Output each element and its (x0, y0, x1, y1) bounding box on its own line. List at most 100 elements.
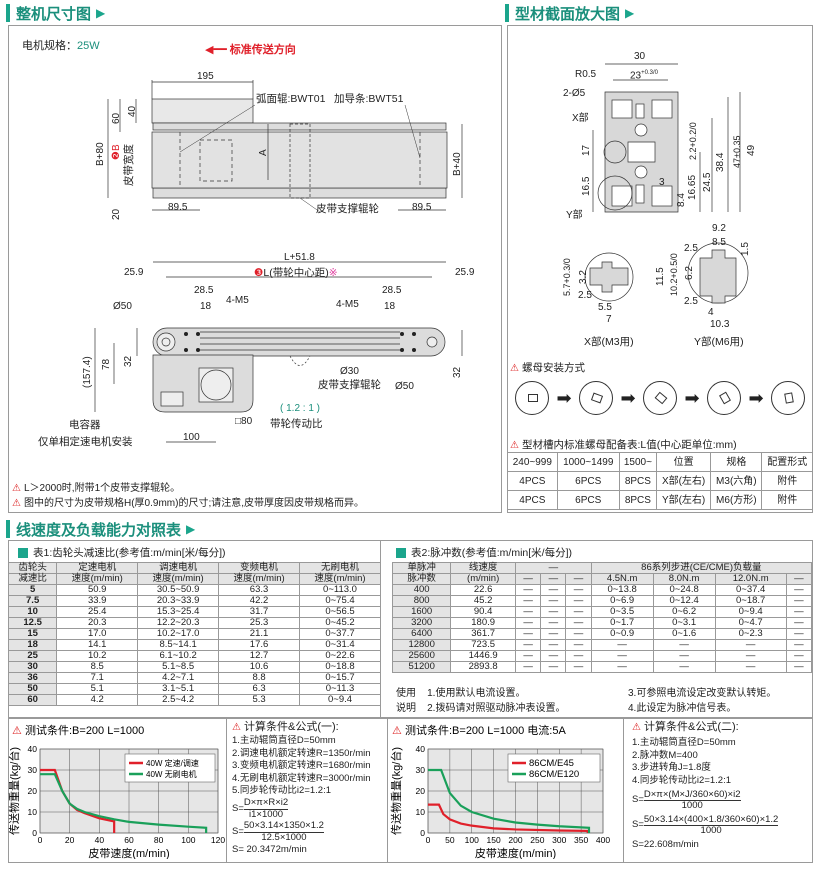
x-tick-label: 400 (596, 835, 610, 845)
dim-a: A (258, 149, 269, 156)
table-cell: 规格 (710, 452, 763, 472)
table-cell: 线速度 (450, 562, 516, 574)
table-cell: 2893.8 (450, 661, 516, 673)
x-axis-label: 皮带速度(m/min) (475, 846, 556, 859)
table-cell: 4PCS (507, 471, 558, 491)
table-cell: 10 (7, 606, 58, 618)
nut-install-steps: ➡➡➡➡ (515, 378, 805, 418)
table-cell: 附件 (761, 471, 813, 491)
label-support-roller-side: 皮带支撑辊轮 (318, 379, 381, 391)
label-capacitor-note: 仅单相定速电机安装 (38, 436, 133, 448)
table-cell: 0~31.4 (299, 639, 381, 651)
table-cell: 0~6.9 (590, 595, 654, 607)
table-cell: 50 (7, 683, 58, 695)
dim-18-right: 18 (384, 301, 396, 312)
table-cell: 8PCS (618, 471, 657, 491)
dim-32-left: 32 (123, 355, 134, 367)
table-cell: — (565, 650, 592, 662)
dim-16-65: 16.65 (687, 174, 698, 200)
table-cell: 14.1 (56, 639, 139, 651)
table-cell: 8.0N.m (652, 573, 716, 585)
table-cell: 0~9.4 (299, 694, 381, 706)
dim-b80: B+80 (95, 142, 106, 166)
table-cell: 0~2.3 (714, 628, 787, 640)
table-cell: (m/min) (450, 573, 516, 585)
table-cell: 0~12.4 (652, 595, 716, 607)
table-cell: 5.3 (218, 694, 301, 706)
table-cell: 18 (7, 639, 58, 651)
arrow-right-icon: ➡ (556, 387, 572, 408)
table-cell: 400 (391, 584, 452, 596)
dim-30: 30 (634, 51, 646, 62)
table-cell: 20.3~33.9 (137, 595, 220, 607)
table-cell: 0~6.2 (652, 606, 716, 618)
table-cell: 10.2~17.0 (137, 628, 220, 640)
table-cell: 30.5~50.9 (137, 584, 220, 596)
table-cell: 0~18.7 (714, 595, 787, 607)
dim-28-5-right: 28.5 (382, 285, 402, 296)
table-cell: 1500~ (618, 452, 657, 472)
table-cell: 变频电机 (218, 562, 301, 574)
x-tick-label: 120 (211, 835, 225, 845)
table-cell: 240~999 (507, 452, 558, 472)
arrow-right-icon: ➡ (748, 387, 764, 408)
table-cell: 0~9.4 (714, 606, 787, 618)
table-row: 齿轮头定速电机调速电机变频电机无刷电机 (7, 562, 381, 574)
table-cell: 20.3 (56, 617, 139, 629)
dim-100: 100 (183, 432, 200, 443)
table-cell: — (514, 617, 542, 629)
warning-icon: ⚠ (632, 722, 641, 733)
table-cell: 速度(m/min) (56, 573, 139, 585)
table-cell: — (565, 628, 592, 640)
play-arrow-icon: ▶ (96, 6, 106, 20)
dim-2-5-bottom: 2.5 (684, 296, 698, 307)
profile-frame (507, 25, 813, 513)
legend (507, 753, 601, 783)
y-tick-label: 40 (416, 744, 426, 754)
dim-7: 7 (606, 314, 612, 325)
capacitor (160, 391, 184, 407)
y-tick-label: 30 (28, 765, 38, 775)
table-cell: 3200 (391, 617, 452, 629)
dim-2-2: 2.2+0.2/0 (688, 122, 698, 160)
label-guide: 加导条:BWT51 (334, 93, 404, 105)
table-cell: 22.6 (450, 584, 516, 596)
table-cell: 0~11.3 (299, 683, 381, 695)
profile-drawing (584, 63, 749, 304)
nut-table-title: ⚠型材槽内标准螺母配备表:L值(中心距单位:mm) (510, 439, 737, 451)
x-tick-label: 200 (508, 835, 522, 845)
overall-frame (8, 25, 502, 513)
table-cell: 10.6 (218, 661, 301, 673)
table-cell: 速度(m/min) (218, 573, 301, 585)
table-cell: 无刷电机 (299, 562, 381, 574)
note-2: ⚠图中的尺寸为皮带规格H(厚0.9mm)的尺寸;请注意,皮带厚度因皮带规格而异。 (12, 498, 364, 509)
table-cell: M3(六角) (710, 471, 763, 491)
table-cell: 12.7 (218, 650, 301, 662)
table-cell: 6.3 (218, 683, 301, 695)
table-row: 减速比速度(m/min)速度(m/min)速度(m/min)速度(m/min) (7, 573, 381, 585)
legend (124, 753, 216, 783)
table-cell: 180.9 (450, 617, 516, 629)
dim-3-2: 3.2 (578, 270, 589, 284)
table-cell: 3.1~5.1 (137, 683, 220, 695)
y-tick-label: 20 (416, 786, 426, 796)
x-axis-label: 皮带速度(m/min) (88, 846, 169, 859)
table-cell: — (565, 661, 592, 673)
table-cell: 21.1 (218, 628, 301, 640)
table-cell: 速度(m/min) (137, 573, 220, 585)
table-icon (18, 547, 28, 558)
conveyor-drawing (94, 80, 463, 443)
table-cell: 6400 (391, 628, 452, 640)
dim-l-center: ❸L(带轮中心距)※ (254, 267, 338, 279)
table-cell: 速度(m/min) (299, 573, 381, 585)
dim-20: 20 (111, 208, 122, 220)
dim-89-5-right: 89.5 (412, 202, 432, 213)
